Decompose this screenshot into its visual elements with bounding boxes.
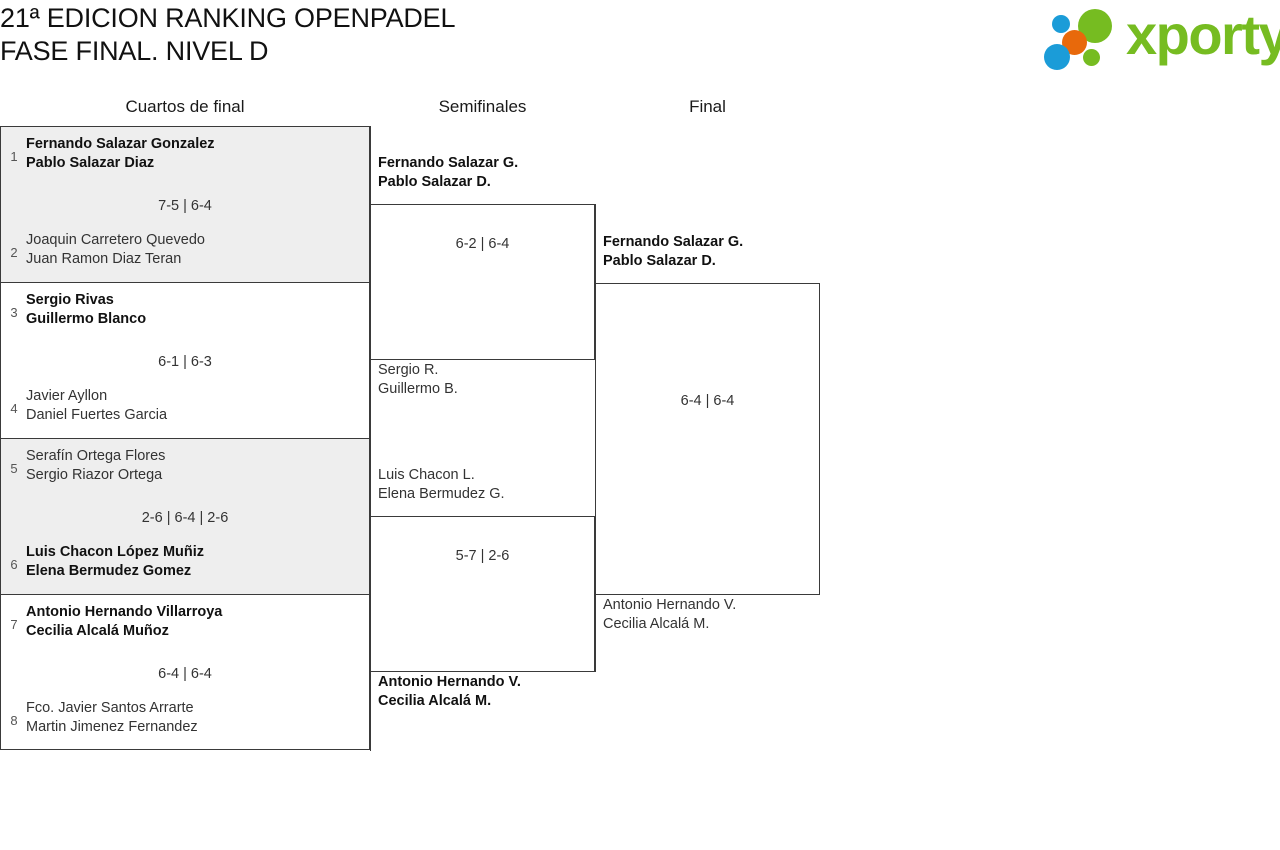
connector-final-top (595, 204, 596, 284)
team-slot[interactable]: 4 Javier Ayllon Daniel Fuertes Garcia (1, 387, 369, 449)
team-slot[interactable]: Luis Chacon L. Elena Bermudez G. (371, 466, 594, 508)
seed-number: 1 (10, 149, 18, 164)
team-slot[interactable]: Antonio Hernando V. Cecilia Alcalá M. (371, 673, 594, 715)
team-names: Fernando Salazar Gonzalez Pablo Salazar … (26, 136, 215, 171)
logo-dot-blue-small (1052, 15, 1070, 33)
match-score: 5-7 | 2-6 (455, 548, 510, 564)
team-slot[interactable]: Fernando Salazar G. Pablo Salazar D. (596, 233, 819, 275)
team-slot[interactable]: Antonio Hernando V. Cecilia Alcalá M. (596, 596, 819, 638)
team-names: Fernando Salazar G. Pablo Salazar D. (378, 155, 519, 190)
connector-final-bottom (595, 594, 596, 672)
match-score: 6-4 | 6-4 (158, 666, 212, 682)
team-slot[interactable]: 8 Fco. Javier Santos Arrarte Martin Jime… (1, 699, 369, 761)
connector-sf1-bottom (370, 360, 371, 440)
match-qf-3[interactable]: 5 Serafín Ortega Flores Sergio Riazor Or… (0, 438, 370, 594)
team-slot[interactable]: 3 Sergio Rivas Guillermo Blanco (1, 291, 369, 353)
seed-number: 7 (10, 617, 18, 632)
team-slot[interactable]: 1 Fernando Salazar Gonzalez Pablo Salaza… (1, 135, 369, 197)
seed-number: 5 (10, 461, 18, 476)
match-sf-1[interactable]: Fernando Salazar G. Pablo Salazar D. 6-2… (370, 155, 595, 397)
seed-number: 4 (10, 401, 18, 416)
logo-dot-blue-large (1044, 44, 1070, 70)
logo-wordmark: xporty (1126, 3, 1280, 66)
logo-dot-green-small (1083, 49, 1100, 66)
team-names: Joaquin Carretero Quevedo Juan Ramon Dia… (26, 232, 205, 267)
match-score: 6-1 | 6-3 (158, 354, 212, 370)
team-names: Fernando Salazar G. Pablo Salazar D. (603, 234, 744, 269)
xporty-logo: xporty (1042, 3, 1280, 70)
match-score: 6-2 | 6-4 (455, 236, 510, 252)
page-title: 21ª EDICION RANKING OPENPADEL FASE FINAL… (0, 3, 456, 66)
team-slot[interactable]: Sergio R. Guillermo B. (371, 361, 594, 403)
match-qf-2[interactable]: 3 Sergio Rivas Guillermo Blanco 6-1 | 6-… (0, 282, 370, 438)
match-sf-2[interactable]: Luis Chacon L. Elena Bermudez G. 5-7 | 2… (370, 467, 595, 709)
team-slot[interactable]: Fernando Salazar G. Pablo Salazar D. (371, 154, 594, 196)
team-names: Javier Ayllon Daniel Fuertes Garcia (26, 388, 168, 423)
seed-number: 3 (10, 305, 18, 320)
match-score: 6-4 | 6-4 (680, 393, 735, 409)
team-names: Antonio Hernando V. Cecilia Alcalá M. (378, 674, 521, 709)
team-names: Antonio Hernando Villarroya Cecilia Alca… (26, 604, 223, 639)
team-slot[interactable]: 6 Luis Chacon López Muñiz Elena Bermudez… (1, 543, 369, 605)
connector-sf2-bottom (370, 672, 371, 751)
connector-sf1-top (370, 126, 371, 205)
team-names: Sergio R. Guillermo B. (378, 362, 458, 397)
team-names: Antonio Hernando V. Cecilia Alcalá M. (603, 597, 737, 632)
match-qf-4[interactable]: 7 Antonio Hernando Villarroya Cecilia Al… (0, 594, 370, 750)
team-names: Sergio Rivas Guillermo Blanco (26, 292, 147, 327)
team-names: Luis Chacon L. Elena Bermudez G. (378, 467, 505, 502)
seed-number: 2 (10, 245, 18, 260)
team-slot[interactable]: 7 Antonio Hernando Villarroya Cecilia Al… (1, 603, 369, 665)
team-names: Fco. Javier Santos Arrarte Martin Jimene… (26, 700, 198, 735)
team-names: Serafín Ortega Flores Sergio Riazor Orte… (26, 448, 166, 483)
round-header-semifinals: Semifinales (438, 97, 527, 116)
team-slot[interactable]: 2 Joaquin Carretero Quevedo Juan Ramon D… (1, 231, 369, 293)
connector-sf2-top (370, 438, 371, 517)
match-final[interactable]: Fernando Salazar G. Pablo Salazar D. 6-4… (595, 234, 820, 632)
seed-number: 8 (10, 713, 18, 728)
match-score: 7-5 | 6-4 (158, 198, 212, 214)
match-qf-1[interactable]: 1 Fernando Salazar Gonzalez Pablo Salaza… (0, 126, 370, 282)
team-slot[interactable]: 5 Serafín Ortega Flores Sergio Riazor Or… (1, 447, 369, 509)
match-score: 2-6 | 6-4 | 2-6 (141, 510, 229, 526)
round-header-final: Final (689, 97, 726, 116)
round-header-quarterfinals: Cuartos de final (125, 97, 245, 116)
team-names: Luis Chacon López Muñiz Elena Bermudez G… (26, 544, 205, 579)
seed-number: 6 (10, 557, 18, 572)
